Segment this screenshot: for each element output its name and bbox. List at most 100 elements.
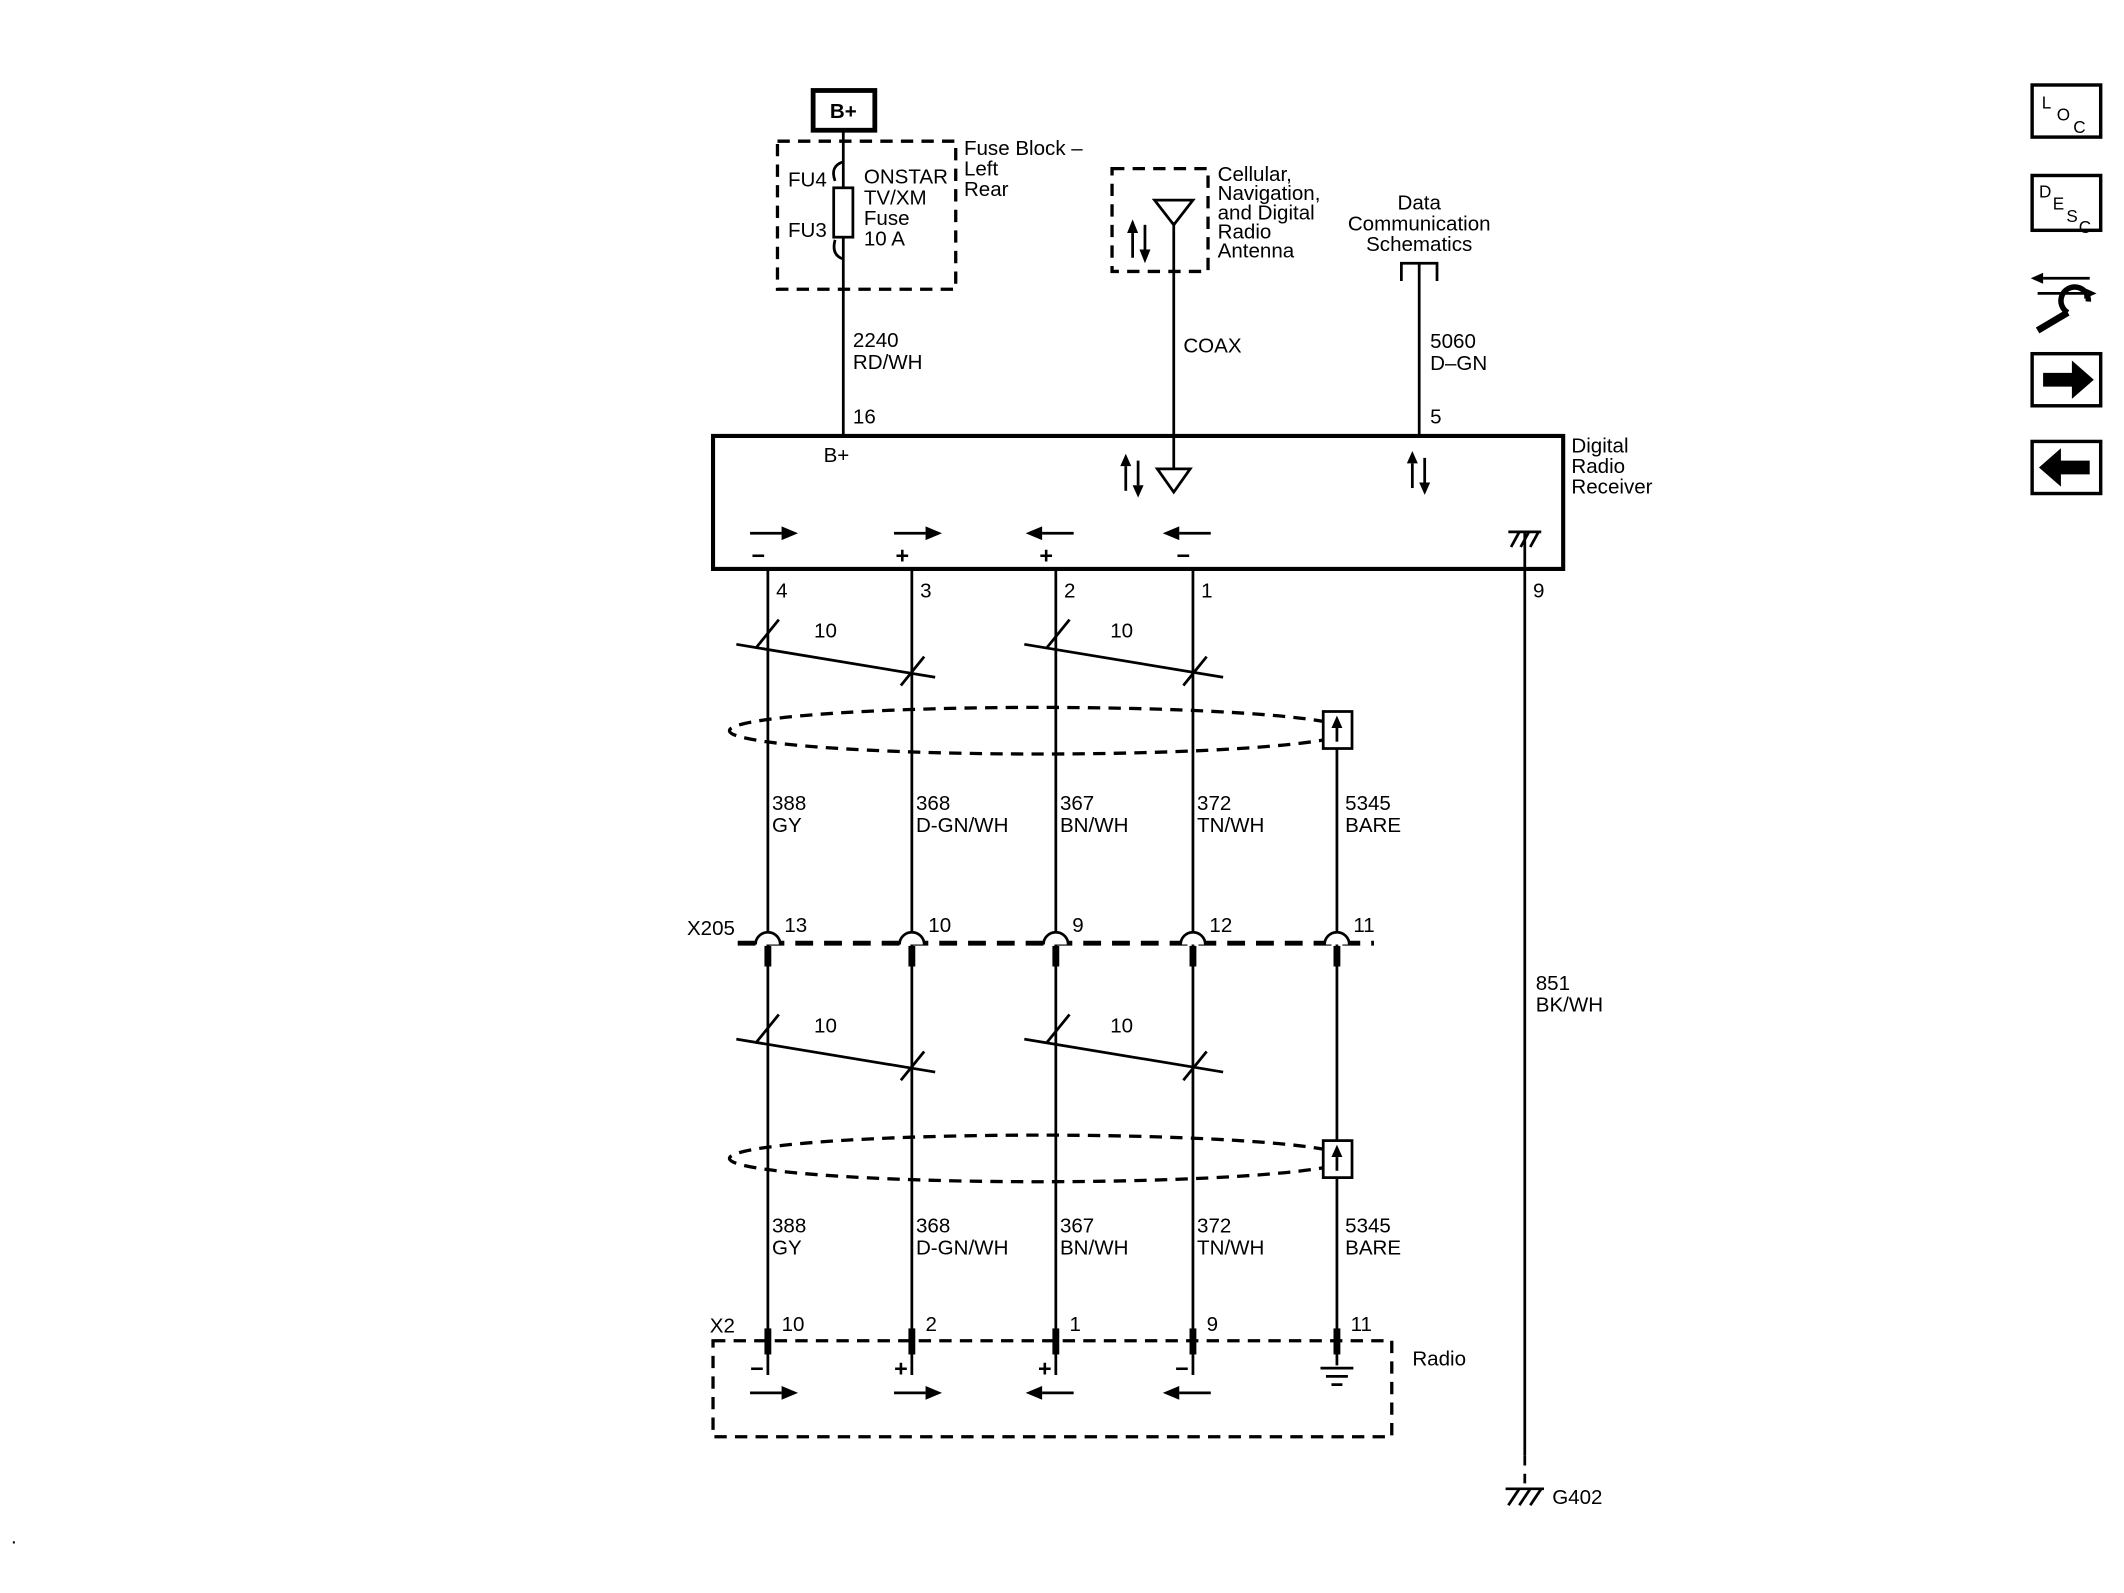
twist-count-label: 10 xyxy=(1110,619,1133,642)
down-arrowhead-icon xyxy=(1419,482,1431,495)
desc-letter-4: C xyxy=(2079,217,2091,237)
fuse-name-line4: 10 A xyxy=(864,227,905,250)
twist-count-label: 10 xyxy=(814,1014,837,1037)
antenna-label-line3: and Digital xyxy=(1218,201,1315,224)
left-arrow-icon xyxy=(2038,448,2090,487)
desc-letter-3: S xyxy=(2066,206,2077,226)
receiver-bplus-label: B+ xyxy=(824,444,850,467)
twisted-pair-indicator: 10 xyxy=(736,1013,936,1082)
receiver-pin4: 4 xyxy=(776,580,787,603)
ground-hatch xyxy=(1529,1488,1543,1507)
down-arrowhead-icon xyxy=(1132,485,1144,498)
nav-back-button[interactable] xyxy=(2030,439,2103,496)
signal-arrowhead xyxy=(1162,526,1180,541)
wire-circuit-label: 372 xyxy=(1197,1214,1231,1237)
wire-color-label: TN/WH xyxy=(1197,1236,1264,1259)
nav-loc-button[interactable]: L O C xyxy=(2030,83,2103,139)
up-arrowhead-icon xyxy=(1127,219,1139,234)
receiver-outline xyxy=(710,433,1566,571)
wire-circuit-label: 388 xyxy=(772,1214,806,1237)
wire-circuit-label: 5345 xyxy=(1345,792,1391,815)
fuse-name-line3: Fuse xyxy=(864,207,910,230)
connector-x205-label: X205 xyxy=(687,917,735,940)
antenna-assembly: Cellular, Navigation, and Digital Radio … xyxy=(1110,163,1321,436)
signal-arrowhead xyxy=(1025,526,1043,541)
data-circuit-number: 5060 xyxy=(1430,330,1476,353)
wire-color-label: BARE xyxy=(1345,814,1401,837)
ground-wire-color: BK/WH xyxy=(1536,994,1603,1017)
nav-forward-button[interactable] xyxy=(2030,351,2103,408)
polarity-sign: − xyxy=(1177,542,1191,568)
wire-color-label: GY xyxy=(772,814,802,837)
ground-hatch xyxy=(1518,1488,1532,1507)
x2-pin: 9 xyxy=(1207,1313,1218,1336)
fuse-block-title-line2: Left xyxy=(964,157,999,180)
ground-circuit-number: 851 xyxy=(1536,972,1570,995)
fuse-name-line1: ONSTAR xyxy=(864,166,948,189)
data-comm-line1: Data xyxy=(1397,192,1441,215)
fuse-name-line2: TV/XM xyxy=(864,186,927,209)
signal-arrowhead xyxy=(781,526,799,541)
wire-color-label: BN/WH xyxy=(1060,814,1128,837)
signal-arrowhead xyxy=(1162,1385,1180,1400)
connector-pin-socket xyxy=(1179,930,1207,945)
fuse-clip-top xyxy=(832,160,844,182)
antenna-label-line2: Navigation, xyxy=(1218,182,1321,205)
wire-circuit-label: 388 xyxy=(772,792,806,815)
polarity-sign: + xyxy=(1039,542,1053,568)
receiver-name-line2: Radio xyxy=(1571,455,1625,478)
wire-color-label: D-GN/WH xyxy=(916,1236,1008,1259)
wire-circuit-label: 368 xyxy=(916,792,950,815)
up-arrowhead-icon xyxy=(1331,715,1343,728)
fuse-block-title-line3: Rear xyxy=(964,178,1009,201)
battery-pin-number: 16 xyxy=(853,406,876,429)
x2-pin: 11 xyxy=(1351,1313,1372,1336)
battery-circuit-number: 2240 xyxy=(853,329,899,352)
connector-x2-label: X2 xyxy=(710,1315,735,1338)
connector-pin-socket xyxy=(1042,930,1070,945)
data-wire-color: D–GN xyxy=(1430,352,1487,375)
b-plus-terminal: B+ xyxy=(810,88,878,133)
nav-foldout-button[interactable] xyxy=(2030,272,2097,334)
polarity-sign: + xyxy=(894,1355,908,1381)
polarity-sign: + xyxy=(895,542,909,568)
connector-pin-socket xyxy=(898,930,926,945)
polarity-sign: − xyxy=(750,1355,764,1381)
fuse-clip-bottom xyxy=(832,239,844,261)
nav-desc-button[interactable]: D E S C xyxy=(2030,173,2103,237)
antenna-label-line4: Radio xyxy=(1218,221,1272,244)
wire-circuit-label: 367 xyxy=(1060,792,1094,815)
data-pin-number: 5 xyxy=(1430,406,1441,429)
x205-pin: 9 xyxy=(1072,914,1083,937)
polarity-sign: + xyxy=(1038,1355,1052,1381)
radio-unit: Radio − + + − xyxy=(711,1339,1466,1439)
loc-letter-3: C xyxy=(2073,117,2085,137)
wire-color-label: BN/WH xyxy=(1060,1236,1128,1259)
wire-color-label: TN/WH xyxy=(1197,814,1264,837)
fuse-position-fu3: FU3 xyxy=(788,219,827,242)
signal-arrowhead xyxy=(925,526,943,541)
connector-x205: X205 13 10 9 12 11 xyxy=(687,914,1375,967)
shield-drain-connector xyxy=(1321,1139,1354,1179)
receiver-pin9: 9 xyxy=(1533,580,1544,603)
receiver-pin3: 3 xyxy=(920,580,931,603)
desc-letter-1: D xyxy=(2039,181,2051,201)
wire-circuit-label: 367 xyxy=(1060,1214,1094,1237)
wire-color-label: D-GN/WH xyxy=(916,814,1008,837)
receiver-antenna-icon xyxy=(1154,467,1193,495)
wire-circuit-label: 5345 xyxy=(1345,1214,1391,1237)
receiver-name-line1: Digital xyxy=(1571,434,1628,457)
ground-hatch xyxy=(1509,531,1521,548)
twisted-pair-indicator: 10 xyxy=(1024,1013,1224,1082)
fuse-block: FU4 FU3 ONSTAR TV/XM Fuse 10 A Fuse Bloc… xyxy=(775,137,1083,291)
fuse-block-title-line1: Fuse Block – xyxy=(964,137,1083,160)
b-plus-label: B+ xyxy=(830,100,857,123)
up-arrowhead-icon xyxy=(1406,451,1418,464)
g402-ground: G402 xyxy=(1505,1486,1602,1509)
radio-label: Radio xyxy=(1412,1347,1466,1370)
twist-count-label: 10 xyxy=(1110,1014,1133,1037)
fuse-position-fu4: FU4 xyxy=(788,168,827,191)
shield-ellipse xyxy=(727,705,1351,756)
